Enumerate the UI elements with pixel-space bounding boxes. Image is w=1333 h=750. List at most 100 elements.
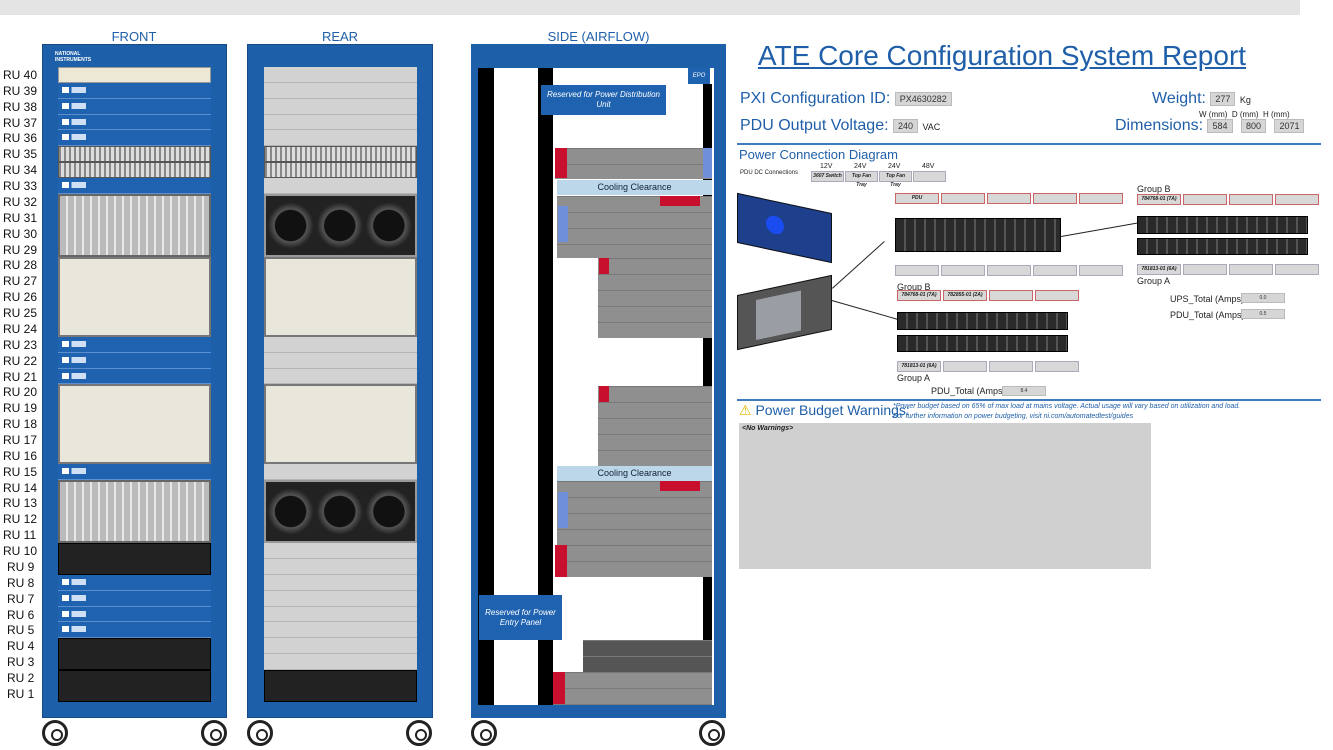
pdu-total-right-label: PDU_Total (Amps) bbox=[1170, 310, 1245, 320]
dc-label: PDU DC Connections bbox=[740, 170, 799, 176]
rack-unit-rblank bbox=[264, 82, 417, 99]
rack-unit-blank bbox=[58, 98, 211, 115]
dc-voltage: 24V bbox=[888, 163, 901, 170]
side-block bbox=[557, 481, 712, 545]
rack-unit-rblank bbox=[264, 178, 417, 194]
rack-unit-rblank bbox=[264, 590, 417, 607]
power-connector-red bbox=[553, 672, 565, 704]
rack-unit-blank bbox=[58, 574, 211, 591]
outlet-cell bbox=[1035, 361, 1079, 372]
power-cable bbox=[831, 300, 898, 320]
ru-label: RU 2 bbox=[7, 671, 35, 686]
ru-label: RU 35 bbox=[3, 147, 38, 162]
ru-label: RU 36 bbox=[3, 131, 38, 146]
side-block bbox=[553, 672, 712, 705]
side-block bbox=[598, 258, 712, 338]
rack-unit-supply bbox=[58, 162, 211, 179]
rack-unit-rblank bbox=[264, 558, 417, 575]
ru-label: RU 40 bbox=[3, 68, 38, 82]
ru-label: RU 34 bbox=[3, 163, 38, 178]
rack-unit-rblank bbox=[264, 368, 417, 385]
rack-unit-blank bbox=[58, 336, 211, 353]
side-view-header: SIDE (AIRFLOW) bbox=[547, 29, 650, 44]
caster-icon bbox=[406, 720, 432, 746]
ru-label: RU 28 bbox=[3, 258, 38, 273]
side-block bbox=[583, 640, 712, 672]
pdu-device-image bbox=[895, 218, 1061, 252]
rack-unit-rblank bbox=[264, 606, 417, 623]
outlet-cell: 781813-01 (6A) bbox=[1137, 264, 1181, 275]
ru-label: RU 39 bbox=[3, 83, 38, 98]
left-group-b-cells: 784768-01 (7A)782855-01 (2A) bbox=[897, 290, 1081, 301]
voltage-value: 240 bbox=[892, 118, 919, 133]
cooling-clearance-2: Cooling Clearance bbox=[557, 466, 712, 481]
rack-unit-rblank bbox=[264, 336, 417, 353]
power-connector-blue bbox=[703, 148, 712, 178]
pdu-total-left-label: PDU_Total (Amps) bbox=[931, 386, 1006, 396]
right-group-b-cells: 784768-01 (7A) bbox=[1137, 194, 1321, 205]
rack-unit-dark bbox=[58, 670, 211, 702]
config-id-label: PXI Configuration ID: bbox=[740, 90, 891, 107]
pdu-housing bbox=[756, 290, 801, 341]
outlet-cell bbox=[941, 265, 985, 276]
pdu-bottom-cells bbox=[895, 265, 1125, 276]
outlet-cell bbox=[1183, 264, 1227, 275]
ru-label: RU 12 bbox=[3, 512, 38, 527]
right-group-a-device bbox=[1137, 238, 1308, 255]
rack-unit-blank bbox=[58, 82, 211, 99]
outlet-cell bbox=[1079, 265, 1123, 276]
dimensions-label: Dimensions: bbox=[1115, 117, 1204, 134]
rack-unit-fans bbox=[264, 479, 417, 544]
rack-unit-rblank bbox=[264, 463, 417, 480]
left-group-b-device bbox=[897, 312, 1068, 330]
weight-label: Weight: bbox=[1152, 90, 1206, 107]
divider bbox=[737, 143, 1321, 145]
ru-label: RU 30 bbox=[3, 226, 38, 241]
pdu-total-left-value: 8.4 bbox=[1002, 386, 1046, 396]
rack-unit-rblank bbox=[264, 574, 417, 591]
rack-unit-blank bbox=[58, 463, 211, 480]
dc-cells: 3607 Switch Top Fan Tray Top Fan Tray bbox=[811, 171, 946, 188]
dim-w: 584 bbox=[1207, 118, 1233, 133]
divider bbox=[737, 399, 1321, 401]
right-group-a-cells: 781813-01 (6A) bbox=[1137, 264, 1321, 275]
outlet-cell: PDU bbox=[895, 193, 939, 204]
warnings-title: Power Budget Warnings: bbox=[755, 402, 910, 418]
ru-label: RU 23 bbox=[3, 337, 38, 352]
pdu-total-right-value: 0.5 bbox=[1241, 309, 1285, 319]
cooling-clearance-1: Cooling Clearance bbox=[557, 180, 712, 195]
rack-unit-chassis5 bbox=[58, 384, 211, 464]
rack-unit-supply bbox=[58, 146, 211, 163]
dc-cell: 3607 Switch bbox=[811, 171, 844, 182]
rack-unit-blank bbox=[58, 130, 211, 147]
dim-header-d: D (mm) bbox=[1231, 110, 1259, 119]
power-cable bbox=[832, 241, 885, 289]
power-entry-panel-image bbox=[737, 192, 832, 264]
caster-icon bbox=[247, 720, 273, 746]
outlet-cell bbox=[1035, 290, 1079, 301]
rack-unit-rblank bbox=[264, 67, 417, 83]
outlet-cell: 784768-01 (7A) bbox=[1137, 194, 1181, 205]
ru-label: RU 15 bbox=[3, 464, 38, 479]
weight-row: Weight: 277 Kg bbox=[1152, 90, 1251, 108]
caster-icon bbox=[471, 720, 497, 746]
ru-label: RU 21 bbox=[3, 369, 38, 384]
outlet-cell bbox=[1275, 194, 1319, 205]
ru-label: RU 10 bbox=[3, 544, 38, 559]
rack-unit-chassis5 bbox=[264, 384, 417, 464]
outlet-cell bbox=[1229, 194, 1273, 205]
voltage-label: PDU Output Voltage: bbox=[740, 117, 889, 134]
rack-unit-dark bbox=[58, 638, 211, 671]
report-title: ATE Core Configuration System Report bbox=[757, 40, 1247, 71]
right-group-b-label: Group B bbox=[1137, 184, 1171, 194]
caster-icon bbox=[201, 720, 227, 746]
outlet-cell bbox=[1033, 265, 1077, 276]
epo-box: EPO bbox=[688, 68, 710, 84]
dim-d: 800 bbox=[1240, 118, 1266, 133]
rack-unit-rblank bbox=[264, 543, 417, 559]
dc-voltage: 24V bbox=[854, 163, 867, 170]
rack-unit-blank bbox=[58, 178, 211, 194]
ru-label: RU 33 bbox=[3, 179, 38, 194]
dim-h: 2071 bbox=[1274, 118, 1305, 133]
ru-label: RU 4 bbox=[7, 639, 35, 654]
